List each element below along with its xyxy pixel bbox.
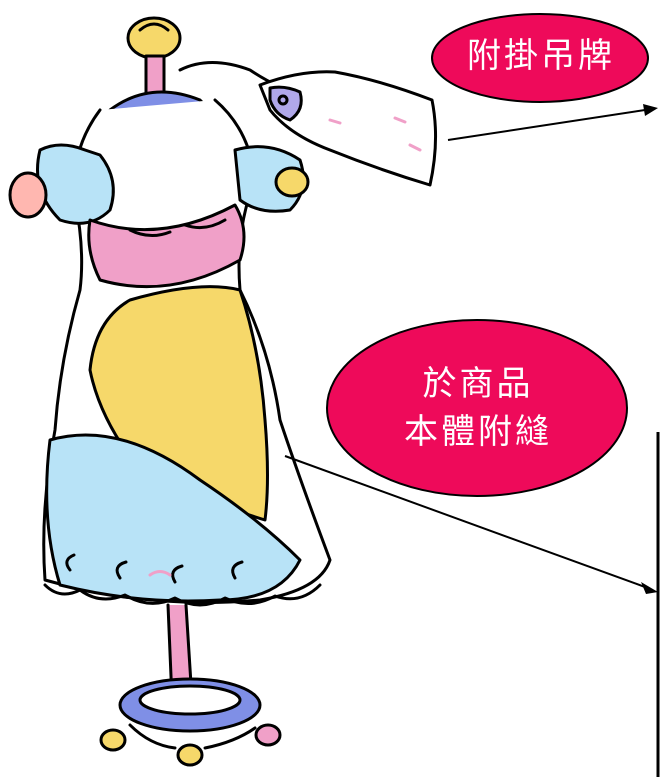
arrow-right-icon [447,104,658,141]
sewn-label-line1: 於商品 [422,364,534,404]
dress-form-illustration [8,16,332,767]
hang-tag-illustration [178,61,438,187]
sewn-label-line2: 本體附縫 [404,412,552,452]
sewn-label-bubble [326,319,628,497]
hang-tag-bubble [431,13,649,103]
arrow-right-icon [284,455,658,594]
hang-tag-label: 附掛吊牌 [432,34,650,78]
sewn-label: 於商品 本體附縫 [330,360,626,456]
hang-tag-text: 附掛吊牌 [467,36,615,76]
